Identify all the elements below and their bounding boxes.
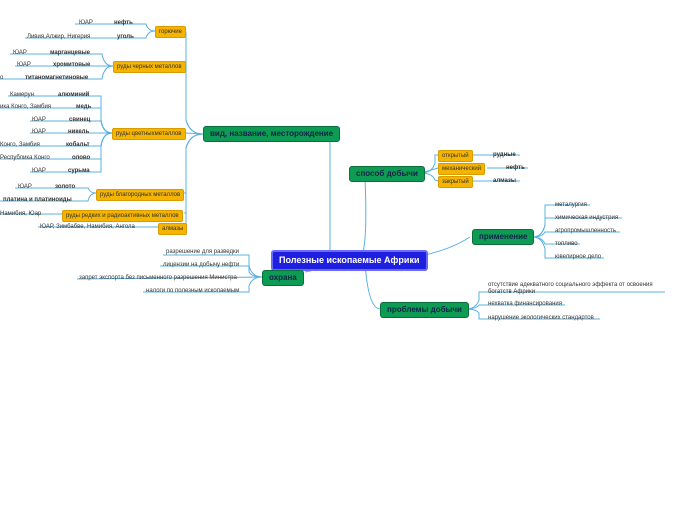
category-precious[interactable]: руды благородных металлов	[96, 189, 185, 201]
protect-item: запрет экспорта без письменного разрешен…	[79, 275, 237, 281]
category-fuel[interactable]: горючие	[155, 26, 186, 38]
branch-protect[interactable]: охрана	[262, 270, 304, 286]
nonferrous-name: свинец	[69, 117, 91, 123]
ferrous-place: ЮАР	[13, 50, 27, 56]
nonferrous-place: ЮАР	[32, 129, 46, 135]
nonferrous-place: ЮАР	[32, 117, 46, 123]
nonferrous-name: медь	[76, 104, 92, 110]
protect-item: налоги по полезным ископаемым	[146, 288, 240, 294]
nonferrous-name: олово	[72, 155, 91, 161]
ferrous-name: титаномагнетиновые	[25, 75, 89, 81]
method-type[interactable]: закрытый	[438, 176, 473, 188]
use-item: топливо	[555, 241, 578, 247]
nonferrous-name: алюминий	[58, 92, 90, 98]
precious-name: золото	[55, 184, 76, 190]
use-item: агропромышленность	[555, 228, 617, 234]
use-item: ювелирное дело	[555, 254, 602, 260]
method-value: рудные	[493, 152, 516, 158]
ferrous-place: ЮАР	[17, 62, 31, 68]
branch-problems[interactable]: проблемы добычи	[380, 302, 469, 318]
ferrous-place: о	[0, 75, 4, 81]
protect-item: разрешение для разведки	[166, 249, 239, 255]
category-rare[interactable]: руды редких и радиоактивных металлов	[62, 210, 183, 222]
precious-place: ЮАР	[18, 184, 32, 190]
use-item: металургия	[555, 202, 587, 208]
protect-item: лицензии на добычу нефти	[163, 262, 240, 268]
ferrous-name: марганцевые	[50, 50, 90, 56]
problem-item: нехватка финансирования	[488, 301, 563, 307]
fuel-place: Ливия,Алжир, Нигерия	[27, 34, 91, 40]
branch-method[interactable]: способ добычи	[349, 166, 425, 182]
precious-name: платина и платиноиды	[3, 197, 72, 203]
fuel-name: нефть	[114, 20, 133, 26]
branch-use[interactable]: применение	[472, 229, 535, 245]
category-ferrous[interactable]: руды черных металлов	[113, 61, 186, 73]
fuel-name: уголь	[117, 34, 134, 40]
fuel-place: ЮАР	[79, 20, 93, 26]
central-topic[interactable]: Полезные ископаемые Африки	[271, 250, 428, 271]
nonferrous-place: Республика Конго	[0, 155, 50, 161]
category-nonferrous[interactable]: руды цветныхметаллов	[112, 128, 186, 140]
use-item: химическая индустрия	[555, 215, 619, 221]
rare-place: Намибия, Юар	[0, 211, 42, 217]
problem-item: отсутствие адекватного социального эффек…	[488, 282, 653, 295]
ferrous-name: хромитовые	[53, 62, 91, 68]
method-type[interactable]: открытый	[438, 150, 473, 162]
method-type[interactable]: механический	[438, 163, 486, 175]
problem-item: нарушение экологических стандартов	[488, 315, 594, 321]
diamonds-place: ЮАР, Зимбабве, Намибия, Ангола	[40, 224, 135, 230]
nonferrous-name: сурьма	[68, 168, 90, 174]
branch-types[interactable]: вид, название, месторождение	[203, 126, 341, 142]
nonferrous-place: ика Конго, Замбия	[0, 104, 52, 110]
nonferrous-place: Конго, Замбия	[0, 142, 40, 148]
method-value: алмазы	[493, 178, 517, 184]
nonferrous-name: никель	[68, 129, 90, 135]
nonferrous-name: кобальт	[66, 142, 90, 148]
method-value: нефть	[506, 165, 525, 171]
nonferrous-place: Камерун	[10, 92, 34, 98]
nonferrous-place: ЮАР	[32, 168, 46, 174]
category-diamonds[interactable]: алмазы	[158, 223, 188, 235]
